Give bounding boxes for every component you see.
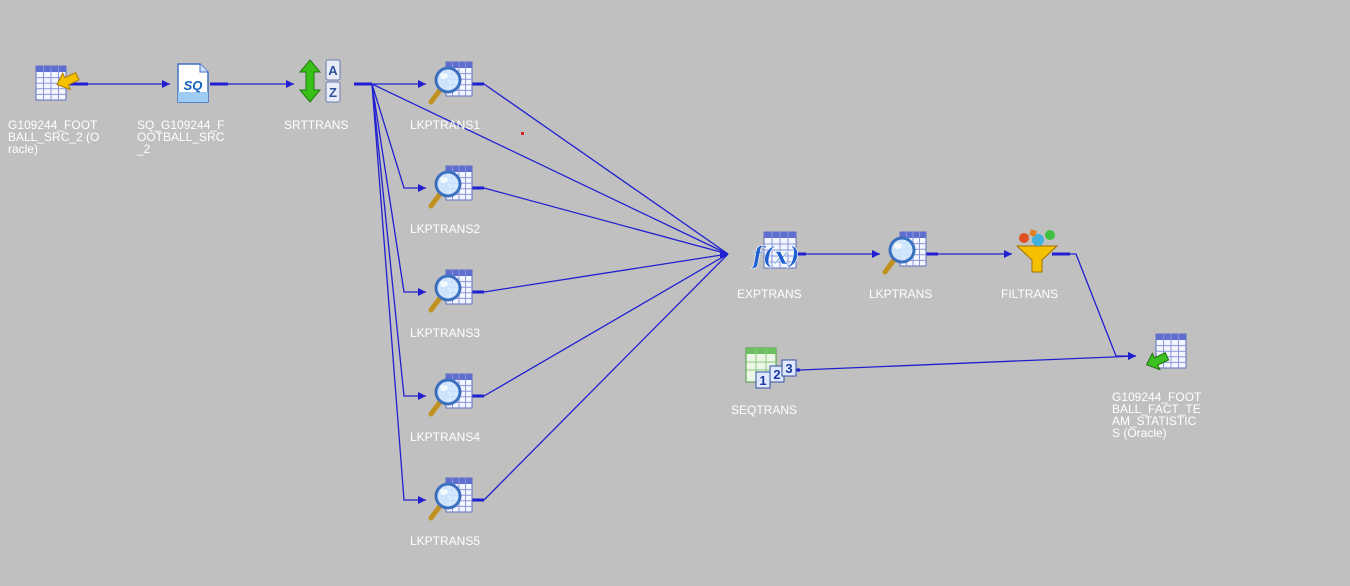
node-label-srt: SRTTRANS	[284, 118, 349, 132]
link-sq-to-srt[interactable]	[210, 80, 294, 88]
link-lkp5-to-exp[interactable]	[466, 250, 729, 502]
svg-text:1: 1	[759, 373, 766, 388]
sorter-icon: AZ	[298, 59, 341, 103]
node-label-lkp2: LKPTRANS2	[410, 222, 481, 236]
svg-text:f(x): f(x)	[750, 241, 799, 270]
node-label-lkp5: LKPTRANS5	[410, 534, 481, 548]
link-lkp4-to-exp[interactable]	[466, 250, 729, 398]
node-label-lkp: LKPTRANS	[869, 287, 933, 301]
svg-text:3: 3	[785, 361, 792, 376]
link-seq-to-tgt[interactable]	[782, 352, 1137, 372]
link-srt-to-lkp2[interactable]	[354, 82, 426, 192]
node-label-src: G109244_FOOT BALL_SRC_2 (O racle)	[8, 118, 100, 156]
node-label-fil: FILTRANS	[1001, 287, 1059, 301]
node-label-lkp3: LKPTRANS3	[410, 326, 481, 340]
svg-text:SQ: SQ	[184, 78, 203, 93]
source-table-icon	[35, 65, 80, 101]
svg-text:2: 2	[773, 367, 780, 382]
lookup-icon	[428, 373, 473, 417]
source-qualifier-icon: SQ	[177, 63, 209, 103]
lookup-icon	[882, 231, 927, 275]
target-table-icon	[1145, 333, 1187, 371]
filter-icon	[1015, 229, 1059, 273]
link-lkp3-to-exp[interactable]	[466, 250, 729, 294]
lookup-icon	[428, 477, 473, 521]
svg-text:A: A	[328, 63, 338, 78]
link-src-to-sq[interactable]	[70, 80, 170, 88]
node-label-exp: EXPTRANS	[737, 287, 802, 301]
node-label-lkp1: LKPTRANS1	[410, 118, 481, 132]
lookup-icon	[428, 269, 473, 313]
svg-text:Z: Z	[329, 85, 337, 100]
node-label-tgt: G109244_FOOT BALL_FACT_TE AM_STATISTIC S…	[1112, 390, 1202, 440]
selection-marker	[521, 132, 524, 135]
node-label-seq: SEQTRANS	[731, 403, 798, 417]
expression-icon: f(x)	[750, 231, 800, 270]
node-label-sq: SQ_G109244_F OOTBALL_SRC _2	[137, 118, 225, 156]
lookup-icon	[428, 61, 473, 105]
lookup-icon	[428, 165, 473, 209]
node-label-lkp4: LKPTRANS4	[410, 430, 481, 444]
